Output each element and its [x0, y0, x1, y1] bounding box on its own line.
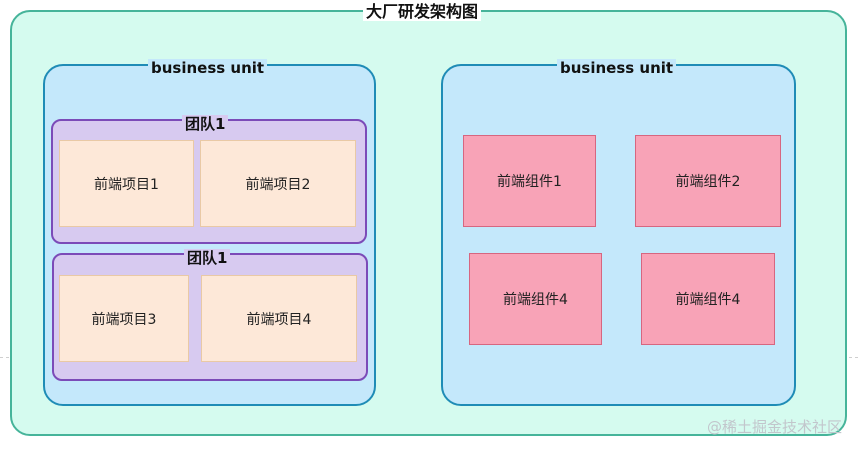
team-1-title: 团队1 — [182, 115, 229, 133]
business-unit-left-title: business unit — [148, 59, 268, 77]
guide-line-left — [0, 357, 9, 358]
project-node: 前端项目2 — [200, 140, 356, 227]
business-unit-right — [441, 64, 796, 406]
guide-line-right — [849, 357, 858, 358]
project-node: 前端项目4 — [201, 275, 357, 362]
diagram-title: 大厂研发架构图 — [363, 3, 482, 21]
project-node: 前端项目3 — [59, 275, 189, 362]
component-node: 前端组件2 — [635, 135, 781, 227]
component-node: 前端组件1 — [463, 135, 596, 227]
component-node: 前端组件4 — [641, 253, 775, 345]
business-unit-right-title: business unit — [557, 59, 677, 77]
team-2-title: 团队1 — [184, 249, 231, 267]
watermark-text: @稀土掘金技术社区 — [706, 418, 842, 436]
project-node: 前端项目1 — [59, 140, 194, 227]
component-node: 前端组件4 — [469, 253, 602, 345]
